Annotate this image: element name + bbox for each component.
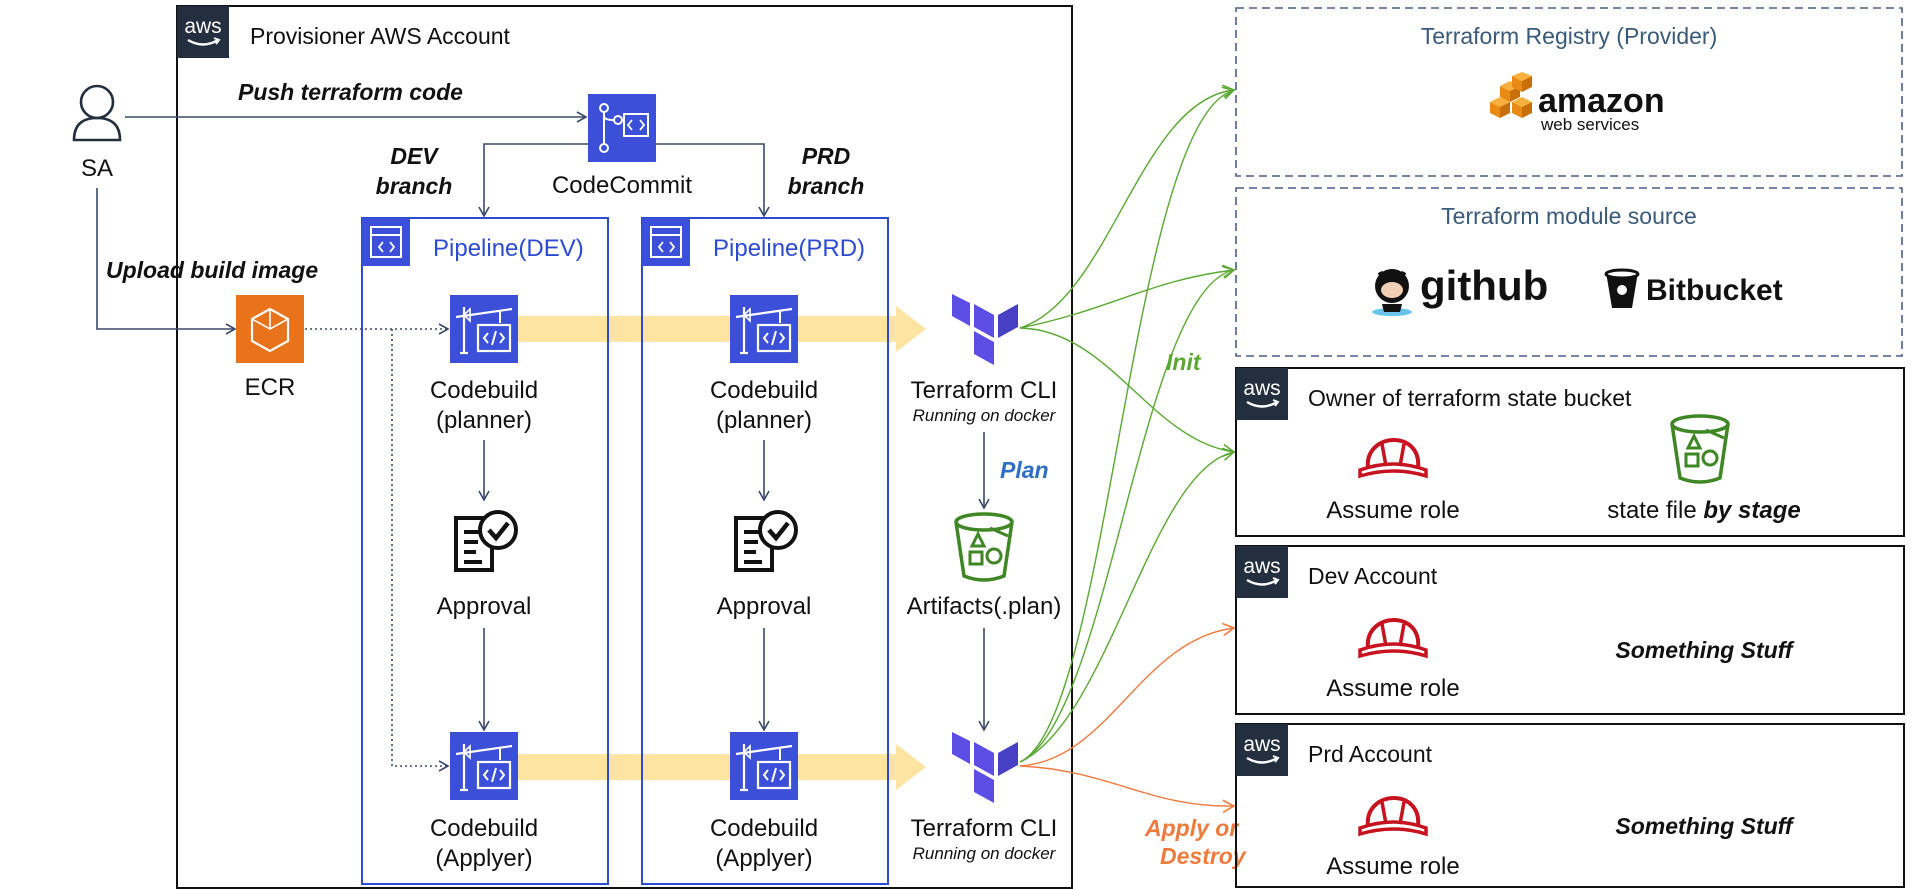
terraform-plan-sub: Running on docker (913, 406, 1057, 425)
octocat-icon (1372, 269, 1412, 316)
planner-dev-label-2: (planner) (436, 407, 532, 434)
pipeline-dev: Pipeline(DEV) Codebuild (planner) Approv… (361, 217, 609, 885)
artifacts-label: Artifacts(.plan) (907, 593, 1062, 620)
applyer-prd-label-2: (Applyer) (715, 845, 812, 872)
apply-arrows (1019, 622, 1236, 813)
bitbucket-icon (1604, 268, 1640, 308)
applyer-dev-label-2: (Applyer) (435, 845, 532, 872)
upload-label: Upload build image (106, 257, 318, 283)
pipeline-prd-icon (641, 217, 691, 267)
state-file-label: state file by stage (1607, 497, 1800, 524)
plan-label: Plan (1000, 457, 1049, 483)
aws-logo-icon (1234, 544, 1290, 600)
aws-logo-icon (175, 4, 231, 60)
planner-prd-label-2: (planner) (716, 407, 812, 434)
pipeline-dev-icon (361, 217, 411, 267)
init-label: Init (1166, 349, 1202, 375)
prd-assume-label: Assume role (1326, 853, 1459, 880)
pipeline-prd: Pipeline(PRD) Codebuild (planner) Approv… (641, 217, 889, 885)
push-label: Push terraform code (238, 79, 463, 105)
provisioner-account-box (176, 5, 1073, 889)
module-source-panel: Terraform module source github Bitbucket (1235, 187, 1903, 357)
pipeline-dev-title: Pipeline(DEV) (433, 235, 584, 262)
state-owner-account-panel: Owner of terraform state bucket Assume r… (1234, 366, 1905, 537)
prd-stuff-label: Something Stuff (1615, 813, 1795, 839)
aws-logo-icon (1234, 366, 1290, 422)
applyer-flow-band (518, 744, 926, 790)
module-source-title: Terraform module source (1441, 203, 1697, 229)
github-logo: github (1420, 262, 1548, 309)
approval-dev-label: Approval (437, 593, 532, 620)
planner-prd-label-1: Codebuild (710, 377, 818, 404)
terraform-apply-sub: Running on docker (913, 844, 1057, 863)
state-owner-title: Owner of terraform state bucket (1308, 385, 1632, 411)
planner-dev-label-1: Codebuild (430, 377, 538, 404)
planner-flow-band (518, 306, 926, 352)
approval-prd-icon (736, 512, 796, 570)
registry-title: Terraform Registry (Provider) (1421, 23, 1718, 49)
codecommit-label: CodeCommit (552, 172, 692, 199)
ecr-icon (236, 295, 304, 363)
apply-label-2: Destroy (1160, 843, 1247, 869)
apply-label-1: Apply or (1144, 815, 1239, 841)
terraform-registry-panel: Terraform Registry (Provider) amazon web… (1235, 7, 1903, 177)
bitbucket-logo: Bitbucket (1646, 274, 1783, 307)
dev-branch-label-1: DEV (390, 143, 439, 169)
prd-branch-label-1: PRD (802, 143, 851, 169)
assume-role-icon (1358, 618, 1428, 658)
approval-prd-label: Approval (717, 593, 812, 620)
amazon-logo-sub: web services (1540, 115, 1639, 134)
codebuild-planner-dev-icon (448, 293, 520, 365)
pipeline-prd-title: Pipeline(PRD) (713, 235, 865, 262)
dev-account-panel: Dev Account Assume role Something Stuff (1234, 544, 1905, 715)
dev-branch-label-2: branch (376, 173, 453, 199)
applyer-prd-label-1: Codebuild (710, 815, 818, 842)
codebuild-applyer-dev-icon (448, 730, 520, 802)
ecr-to-applyer-dotted (391, 329, 450, 772)
artifacts-bucket-icon (954, 512, 1014, 582)
ecr-label: ECR (245, 374, 296, 401)
provisioner-account-title: Provisioner AWS Account (250, 23, 511, 49)
prd-account-panel: Prd Account Assume role Something Stuff (1234, 722, 1905, 888)
assume-role-icon (1358, 438, 1428, 478)
codebuild-applyer-prd-icon (728, 730, 800, 802)
terraform-plan-label: Terraform CLI (911, 377, 1058, 404)
applyer-dev-label-1: Codebuild (430, 815, 538, 842)
state-owner-assume-label: Assume role (1326, 497, 1459, 524)
terraform-apply-label: Terraform CLI (911, 815, 1058, 842)
codecommit-icon (588, 94, 656, 162)
prd-branch-arrow (656, 143, 770, 218)
approval-dev-icon (456, 512, 516, 570)
prd-branch-label-2: branch (788, 173, 865, 199)
init-arrows (1019, 84, 1236, 763)
user-icon (72, 84, 122, 142)
prd-account-title: Prd Account (1308, 741, 1433, 767)
amazon-logo-word: amazon (1538, 82, 1665, 120)
aws-logo-icon (1234, 722, 1290, 778)
dev-stuff-label: Something Stuff (1615, 637, 1795, 663)
terraform-plan-icon (952, 294, 1018, 365)
dev-branch-arrow (478, 143, 588, 218)
state-bucket-icon (1670, 414, 1730, 484)
codebuild-planner-prd-icon (728, 293, 800, 365)
upload-arrow (96, 188, 237, 335)
aws-cubes-icon (1490, 72, 1532, 118)
dev-assume-label: Assume role (1326, 675, 1459, 702)
dev-account-title: Dev Account (1308, 563, 1438, 589)
assume-role-icon (1358, 796, 1428, 836)
state-file-bold: by stage (1703, 497, 1800, 524)
actor-label: SA (81, 155, 113, 182)
terraform-apply-icon (952, 732, 1018, 803)
state-file-prefix: state file (1607, 497, 1703, 524)
